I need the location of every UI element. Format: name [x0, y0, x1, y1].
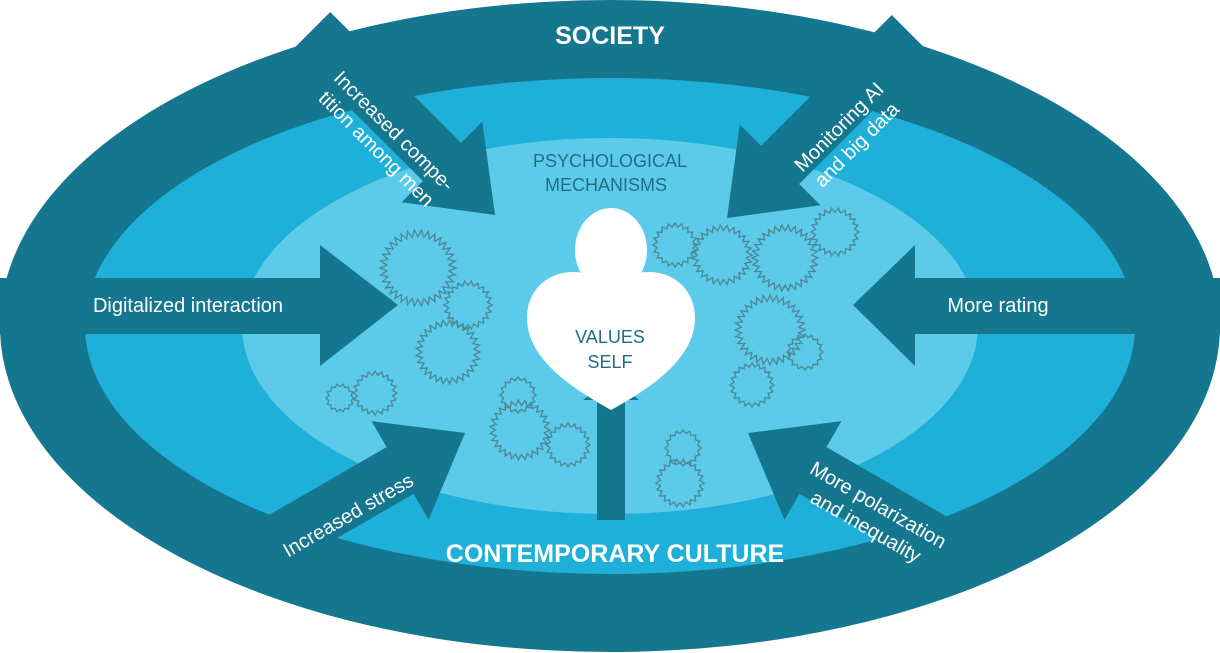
gear-icon: [378, 228, 458, 308]
gear-icon: [750, 223, 820, 293]
mechanisms-label-line1: PSYCHOLOGICAL: [533, 151, 687, 171]
gear-icon: [324, 383, 356, 413]
person-head-icon: [575, 208, 647, 292]
gear-icon: [654, 457, 706, 509]
self-label: SELF: [587, 352, 632, 372]
mechanisms-label-line2: MECHANISMS: [545, 175, 667, 195]
society-label: SOCIETY: [555, 22, 665, 50]
arrow-culture-to-self: [583, 378, 639, 520]
gear-icon: [442, 279, 494, 331]
gear-icon: [663, 428, 703, 468]
arrow-monitoring: [727, 15, 930, 218]
gear-icon: [544, 421, 592, 469]
more-rating-label: More rating: [947, 295, 1048, 317]
arrow-more-rating: [853, 245, 1220, 366]
gear-icon: [498, 375, 538, 415]
heart-icon: [527, 272, 695, 410]
gear-icon: [733, 293, 807, 367]
gear-icon: [414, 318, 482, 386]
arrow-polarization: [748, 421, 987, 587]
digitalized-interaction-label: Digitalized interaction: [93, 295, 283, 317]
arrow-digitalized-interaction: [0, 245, 398, 366]
gear-icon: [809, 206, 861, 258]
values-label: VALUES: [575, 327, 645, 347]
gear-icon: [488, 398, 552, 462]
gear-icon: [785, 332, 825, 372]
arrow-competition: [292, 12, 495, 215]
force-arrows: [0, 12, 1220, 587]
gear-icon: [651, 221, 699, 269]
culture-label: CONTEMPORARY CULTURE: [446, 540, 784, 568]
arrow-stress: [226, 421, 465, 587]
gear-icon: [690, 223, 754, 287]
gear-icon: [351, 369, 399, 417]
gear-cluster: [324, 206, 861, 509]
gear-icon: [728, 361, 776, 409]
